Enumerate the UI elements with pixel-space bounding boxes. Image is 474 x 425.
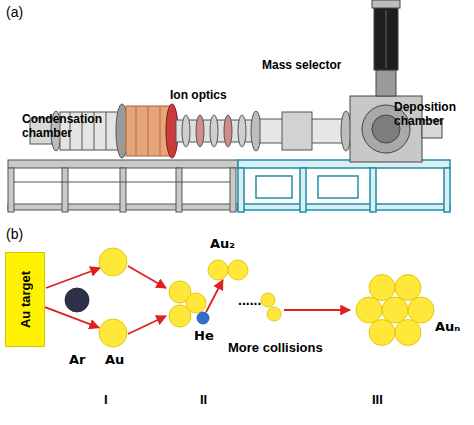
- atom-circle: [369, 274, 395, 300]
- atom-circle: [197, 312, 209, 324]
- left-frame: [8, 160, 238, 212]
- atom-label: Ar: [69, 352, 85, 367]
- grid-line: [136, 106, 137, 156]
- frame-line: [14, 182, 230, 183]
- lens-flange: [196, 115, 204, 147]
- frame-bar: [238, 204, 450, 210]
- copper-section: [126, 106, 170, 156]
- red-arrow: [128, 316, 166, 334]
- panel-letter: (b): [6, 226, 23, 243]
- grid-line: [160, 106, 161, 156]
- frame-leg: [444, 168, 450, 212]
- arrow-connector: [45, 307, 99, 328]
- stage-number: III: [372, 392, 383, 408]
- frame-leg: [176, 168, 182, 212]
- red-arrow: [128, 266, 166, 288]
- frame-leg: [62, 168, 68, 212]
- red-arrow: [46, 268, 100, 288]
- frame-leg: [120, 168, 126, 212]
- node-text: Au target: [18, 271, 33, 328]
- node-shape: [65, 288, 89, 312]
- column-line: [386, 10, 387, 68]
- stage-number: I: [104, 392, 108, 408]
- frame-panel: [318, 176, 358, 198]
- vertical-column: [374, 4, 398, 70]
- atom-circle: [208, 260, 228, 280]
- part-name: Deposition chamber: [394, 100, 470, 128]
- right-frame: [238, 160, 450, 212]
- node-shape: [99, 319, 127, 347]
- part-name: Mass selector: [262, 58, 341, 72]
- atom-circle: [395, 274, 421, 300]
- frame-leg: [300, 168, 306, 212]
- lens-flange: [238, 115, 246, 147]
- au-atom: [267, 307, 281, 321]
- target-box: Au target: [5, 252, 45, 347]
- column-top: [372, 0, 400, 8]
- au-atom: [99, 248, 127, 276]
- frame-panel: [256, 176, 292, 198]
- column-base: [376, 70, 396, 96]
- selector-block: [282, 112, 312, 150]
- ar-atom: Ar: [65, 288, 89, 312]
- atom-circle: [395, 320, 421, 346]
- process-note: More collisions: [228, 340, 323, 356]
- stage-number: II: [200, 392, 207, 408]
- ellipsis: ......: [238, 292, 261, 309]
- panel-letter: (a): [6, 4, 23, 21]
- mass-selector: [251, 111, 351, 151]
- lens-flange: [182, 115, 190, 147]
- au-dimer: Au₂: [208, 260, 248, 280]
- part-name: Condensation chamber: [22, 112, 122, 140]
- frame-leg: [238, 168, 244, 212]
- frame-leg: [8, 168, 14, 212]
- atom-circle: [99, 319, 127, 347]
- frame-leg: [230, 168, 236, 212]
- ion-optics: [176, 115, 252, 147]
- atom-circle: [228, 260, 248, 280]
- atom-circle: [408, 297, 434, 323]
- part-name: Ion optics: [170, 88, 227, 102]
- node-shape: [208, 260, 248, 280]
- atom-circle: [65, 288, 89, 312]
- he-atom: He: [197, 312, 209, 324]
- au-atom: [186, 293, 206, 313]
- au-cluster: Auₙ: [355, 275, 435, 345]
- grid-line: [148, 106, 149, 156]
- node-shape: [355, 275, 435, 345]
- atom-label: Au: [105, 352, 124, 367]
- au-atom: [261, 293, 275, 307]
- lens-flange: [210, 115, 218, 147]
- atom-circle: [382, 297, 408, 323]
- atom-label: He: [194, 328, 214, 343]
- arrow-connector: [206, 280, 223, 312]
- grid-line: [106, 112, 107, 150]
- deposition-chamber: [350, 0, 442, 162]
- atom-circle: [369, 320, 395, 346]
- atom-label: Auₙ: [435, 319, 460, 334]
- lens-flange: [224, 115, 232, 147]
- au-atom: Au: [99, 319, 127, 347]
- frame-leg: [370, 168, 376, 212]
- atom-circle: [356, 297, 382, 323]
- red-arrow: [284, 309, 350, 311]
- atom-label: Au₂: [210, 236, 235, 251]
- collision-sketch: [46, 248, 350, 334]
- node-shape: [197, 312, 209, 324]
- frame-bar: [8, 160, 238, 168]
